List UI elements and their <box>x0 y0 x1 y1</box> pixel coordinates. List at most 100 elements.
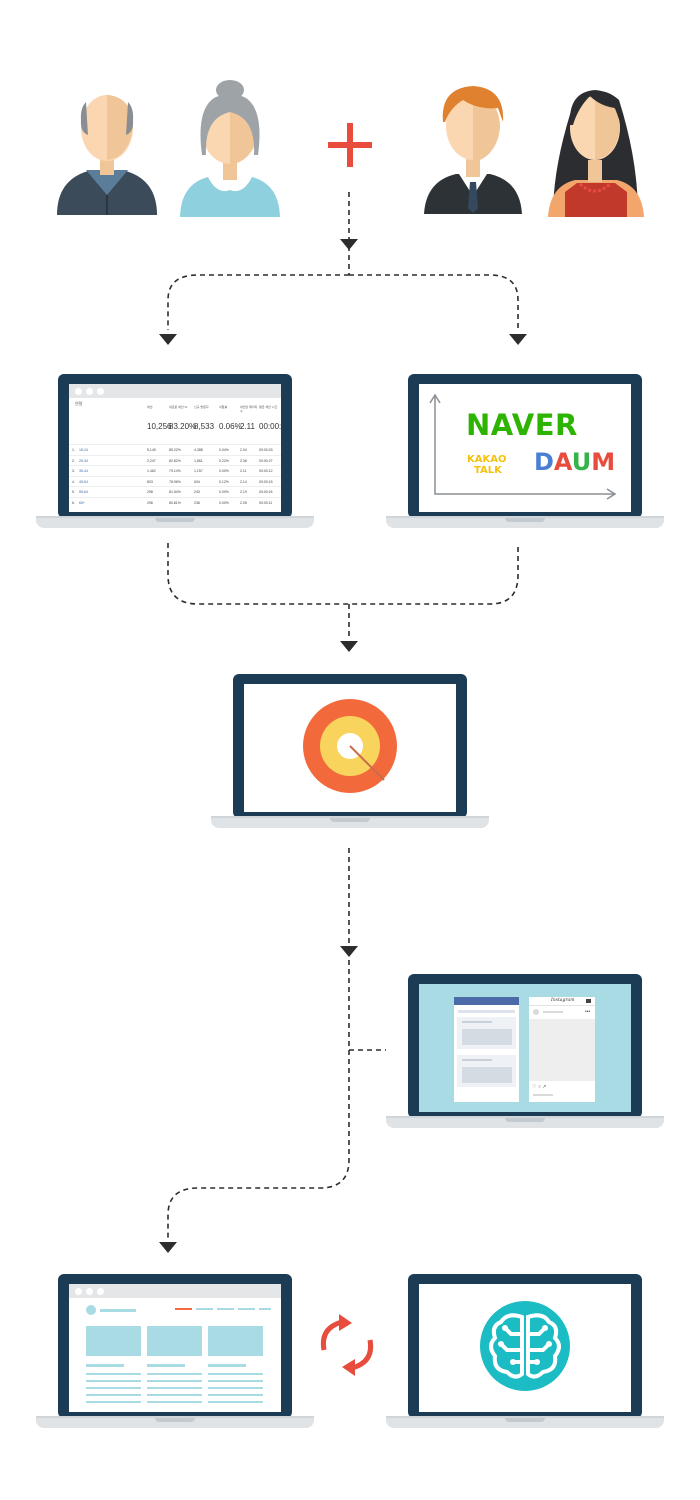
row-cell: 803 <box>147 479 153 484</box>
daum-letter: U <box>571 448 592 476</box>
row-cell: 0.04% <box>219 448 229 452</box>
post-image <box>529 1019 595 1081</box>
window-dot <box>75 388 82 395</box>
age-group-link[interactable]: 45-54 <box>79 479 88 484</box>
chart-axes <box>429 393 617 500</box>
plus-icon <box>328 123 372 167</box>
row-cell: 0.12% <box>219 479 229 484</box>
laptop-portals: NAVER KAKAO TALK DAUM <box>408 374 642 518</box>
website-screen <box>69 1284 281 1412</box>
row-index: 2. <box>72 458 75 463</box>
site-logo <box>86 1305 96 1315</box>
instagram-label: Instagram <box>551 998 575 1003</box>
arrow-down-icon <box>159 334 177 345</box>
content-card <box>147 1326 202 1356</box>
laptop-notch <box>155 518 195 522</box>
daum-letter: D <box>534 448 554 476</box>
card-text-line <box>208 1401 263 1403</box>
facebook-header <box>454 997 519 1005</box>
target-icon <box>303 699 397 793</box>
row-cell: 0.22% <box>219 458 229 463</box>
age-group-link[interactable]: 55-64 <box>79 490 88 494</box>
card-text-line <box>86 1394 141 1396</box>
card-text-line <box>208 1380 263 1382</box>
row-cell: 0.00% <box>219 500 229 505</box>
row-cell: 243 <box>194 490 200 494</box>
young-woman-icon <box>548 90 644 217</box>
nav-item <box>259 1308 271 1310</box>
daum-label: DAUM <box>534 448 615 476</box>
card-text-line <box>147 1373 202 1375</box>
row-cell: 236 <box>194 500 200 505</box>
age-group-link[interactable]: 18-24 <box>79 448 88 452</box>
row-cell: 296 <box>147 500 153 505</box>
age-group-link[interactable]: 65+ <box>79 500 85 505</box>
card-text-line <box>86 1373 141 1375</box>
card-text-line <box>147 1387 202 1389</box>
laptop-notch <box>330 818 370 822</box>
row-cell: 5,149 <box>147 448 156 452</box>
card-text-line <box>147 1401 202 1403</box>
row-cell: 1,861 <box>194 458 203 463</box>
laptop-notch <box>505 1118 545 1122</box>
card-heading-line <box>86 1364 124 1367</box>
kakao-line2: TALK <box>474 465 502 476</box>
age-group-link[interactable]: 35-44 <box>79 469 88 473</box>
arrow-down-icon <box>340 239 358 250</box>
window-dot <box>86 388 93 395</box>
arrow-down-icon <box>509 334 527 345</box>
kakao-line1: KAKAO <box>467 454 507 465</box>
row-cell: 79.14% <box>169 469 181 473</box>
arrow-down-icon <box>340 641 358 652</box>
row-cell: 2.04 <box>240 448 247 452</box>
refresh-cycle-icon <box>320 1314 374 1376</box>
naver-label: NAVER <box>466 408 578 442</box>
laptop-notch <box>505 1418 545 1422</box>
column-header: 신규 방문자 <box>194 405 209 409</box>
nav-item <box>217 1308 234 1310</box>
facebook-feed <box>454 997 519 1102</box>
row-cell: 00:00:03 <box>259 448 273 452</box>
card-text-line <box>208 1387 263 1389</box>
browser-titlebar <box>69 384 281 398</box>
post-action-icons: ♡ ○ ↗ <box>532 1084 547 1090</box>
window-dot <box>75 1288 82 1295</box>
connector-line <box>167 960 350 1240</box>
row-index: 4. <box>72 479 75 484</box>
row-index: 6. <box>72 500 75 505</box>
arrow-down-icon <box>340 946 358 957</box>
target-screen <box>244 684 456 812</box>
elderly-woman-icon <box>180 80 280 217</box>
column-header: 세션 <box>147 405 153 409</box>
ai-screen <box>419 1284 631 1412</box>
feed-post <box>457 1017 516 1049</box>
laptop-base <box>36 1416 314 1428</box>
laptop-social: Instagram ••• ♡ ○ ↗ <box>408 974 642 1118</box>
portal-chart-screen: NAVER KAKAO TALK DAUM <box>419 384 631 512</box>
brain-icon <box>480 1301 570 1391</box>
row-cell: 634 <box>194 479 200 484</box>
nav-item <box>196 1308 213 1310</box>
age-group-link[interactable]: 25-34 <box>79 458 88 463</box>
row-cell: 82.82% <box>169 458 181 463</box>
nav-item-active <box>175 1308 192 1310</box>
feed-post <box>457 1055 516 1087</box>
row-cell: 1,462 <box>147 469 156 473</box>
inbox-icon <box>586 999 591 1003</box>
elderly-man-icon <box>57 95 157 215</box>
social-screen: Instagram ••• ♡ ○ ↗ <box>419 984 631 1112</box>
connector-line <box>349 274 519 330</box>
row-cell: 78.96% <box>169 479 181 484</box>
audience-group <box>57 80 644 217</box>
card-text-line <box>86 1380 141 1382</box>
row-cell: 2.19 <box>240 490 247 494</box>
row-index: 1. <box>72 448 75 452</box>
feed-line <box>458 1010 515 1013</box>
